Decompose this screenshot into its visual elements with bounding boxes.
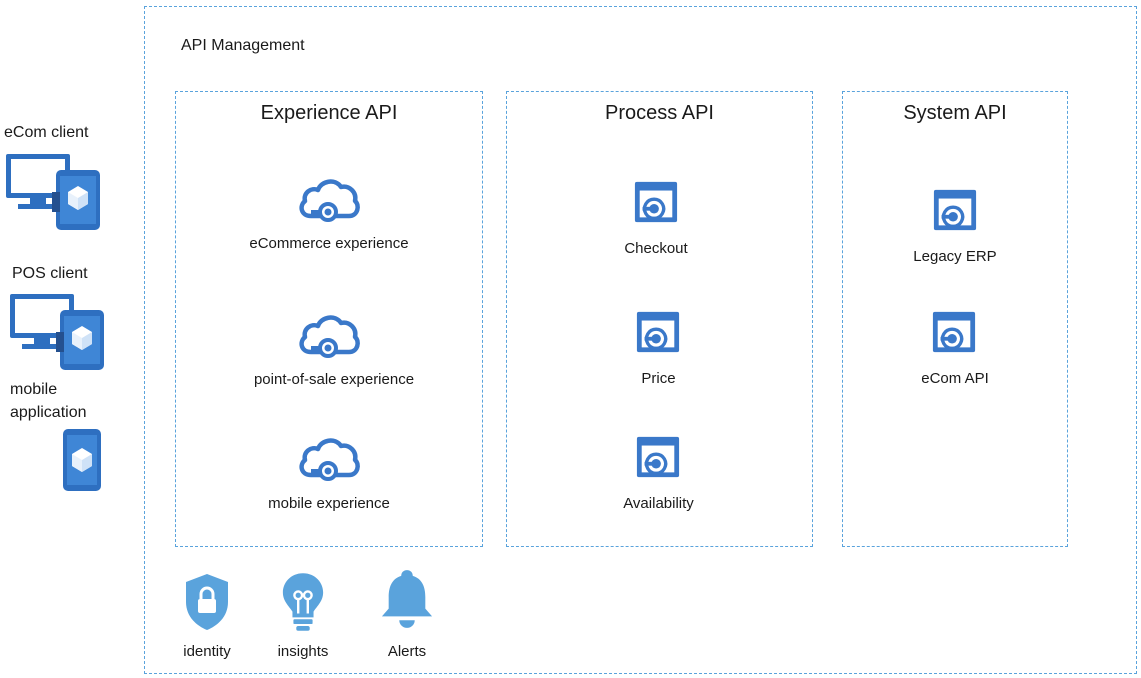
lightbulb-icon bbox=[280, 571, 326, 633]
item-price: Price bbox=[641, 370, 676, 387]
api-window-icon bbox=[633, 180, 679, 226]
shield-lock-icon bbox=[183, 572, 231, 632]
layer-title-process-api: Process API bbox=[605, 102, 714, 124]
item-legacy-erp: Legacy ERP bbox=[913, 248, 997, 265]
client-label-mobile-line-2: application bbox=[10, 404, 87, 421]
api-window-icon bbox=[932, 188, 978, 234]
phone-icon bbox=[62, 428, 102, 492]
cloud-api-icon bbox=[297, 312, 361, 360]
client-label-pos: POS client bbox=[12, 265, 88, 282]
tool-identity: identity bbox=[183, 643, 231, 660]
api-window-icon bbox=[635, 435, 681, 481]
api-management-container bbox=[144, 6, 1137, 674]
layer-process-api bbox=[506, 91, 813, 547]
item-point-of-sale-experience: point-of-sale experience bbox=[253, 371, 415, 388]
desktop-and-phone-icon bbox=[8, 290, 108, 374]
layer-title-system-api: System API bbox=[903, 102, 1007, 124]
client-label-ecom: eCom client bbox=[4, 124, 89, 141]
api-window-icon bbox=[635, 310, 681, 356]
layer-experience-api bbox=[175, 91, 483, 547]
client-label-mobile-line-1: mobile bbox=[10, 381, 58, 398]
client-label-mobile: mobile application bbox=[10, 378, 87, 424]
bell-icon bbox=[380, 567, 434, 631]
item-mobile-experience: mobile experience bbox=[268, 495, 390, 512]
item-availability: Availability bbox=[623, 495, 694, 512]
cloud-api-icon bbox=[297, 435, 361, 483]
tool-insights: insights bbox=[277, 643, 329, 660]
item-ecom-api: eCom API bbox=[921, 370, 989, 387]
item-checkout: Checkout bbox=[624, 240, 688, 257]
tool-alerts: Alerts bbox=[387, 643, 427, 660]
cloud-api-icon bbox=[297, 176, 361, 224]
layer-title-experience-api: Experience API bbox=[260, 102, 398, 124]
api-window-icon bbox=[931, 310, 977, 356]
api-management-title: API Management bbox=[181, 37, 305, 54]
desktop-and-phone-icon bbox=[4, 150, 104, 234]
item-ecommerce-experience: eCommerce experience bbox=[249, 235, 409, 252]
layer-system-api bbox=[842, 91, 1068, 547]
